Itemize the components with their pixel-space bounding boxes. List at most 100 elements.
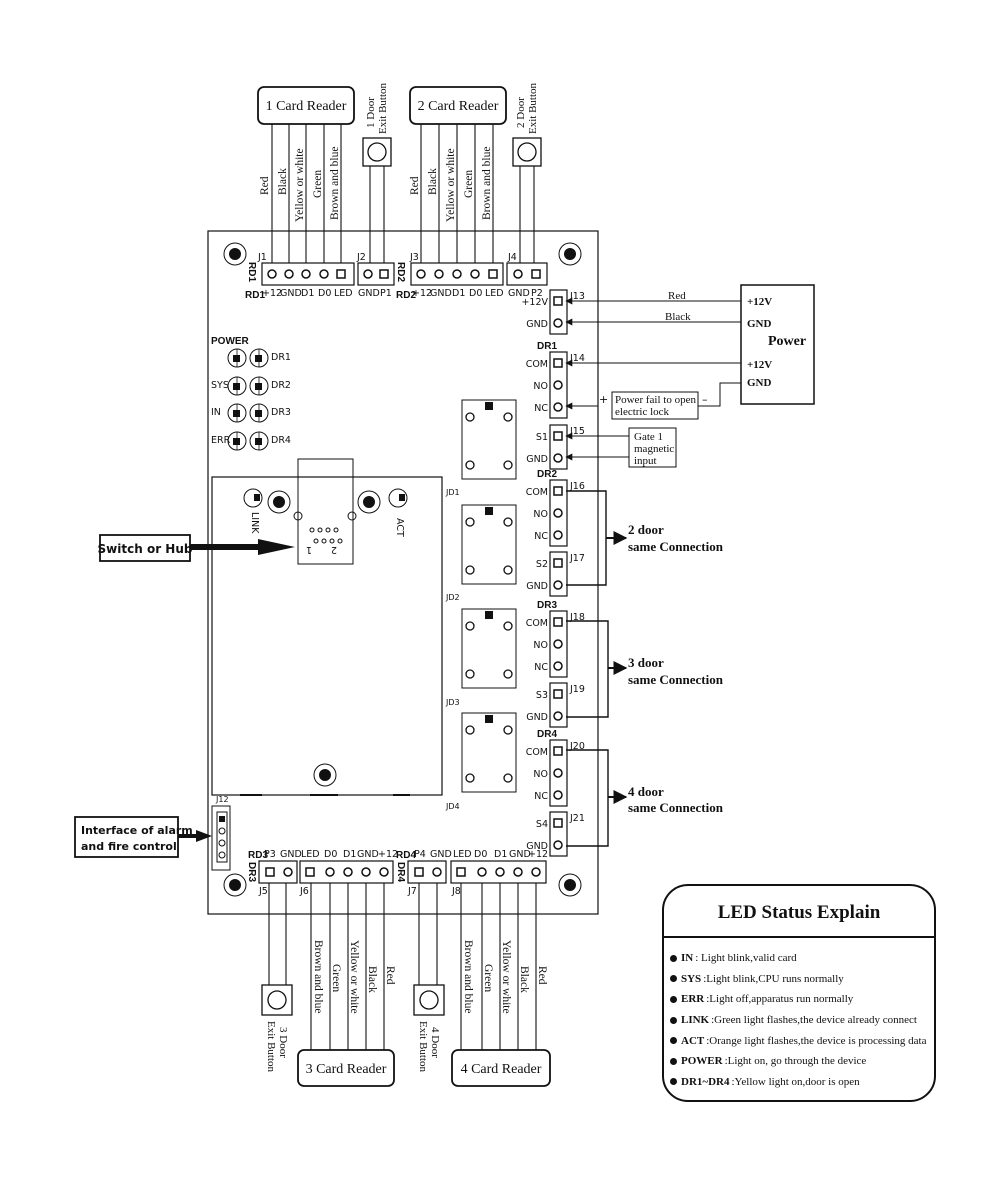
led-pad bbox=[255, 355, 262, 362]
exit-button-3-label-2: Exit Button bbox=[265, 1021, 277, 1073]
rj45-pin-2: 2 bbox=[331, 544, 337, 555]
connector-j1-label: J1 bbox=[257, 252, 267, 263]
bullet-icon bbox=[670, 1078, 677, 1086]
led-pad bbox=[233, 383, 240, 390]
pin-label: +12 bbox=[378, 849, 398, 860]
relay-pin bbox=[465, 725, 475, 735]
terminal-pin bbox=[553, 840, 563, 850]
rd3-label: RD3 bbox=[248, 850, 268, 861]
pin-label: GND bbox=[358, 288, 380, 299]
bullet-icon bbox=[670, 1037, 677, 1045]
terminal-block bbox=[549, 610, 568, 678]
card-reader-3-title: 3 Card Reader bbox=[306, 1062, 387, 1077]
exit-button-3-label-1: 3 Door bbox=[277, 1027, 289, 1058]
relay-pin bbox=[485, 611, 493, 619]
pin-label: NO bbox=[533, 769, 548, 780]
connector-j6-label: J6 bbox=[299, 886, 309, 897]
controller-board bbox=[207, 230, 599, 915]
terminal-pin bbox=[553, 486, 563, 496]
wire-label: Black bbox=[518, 966, 530, 993]
wire-label: Red bbox=[384, 966, 396, 985]
led-label-power: POWER bbox=[211, 336, 250, 347]
status-led-circles bbox=[227, 348, 269, 451]
relay-pin bbox=[503, 773, 513, 783]
pin-label: D1 bbox=[494, 849, 507, 860]
pin-label: GND bbox=[526, 319, 548, 330]
card-reader-4-title: 4 Card Reader bbox=[461, 1062, 542, 1077]
pin-label: NO bbox=[533, 509, 548, 520]
led-desc: :Light blink,CPU runs normally bbox=[703, 972, 844, 985]
exit-button-1-label-1: 1 Door bbox=[365, 97, 377, 128]
led-legend-title: LED Status Explain bbox=[717, 902, 881, 923]
pin-label: GND bbox=[526, 454, 548, 465]
terminal-pin bbox=[553, 318, 563, 328]
power-supply-box bbox=[740, 284, 815, 405]
led-key: POWER bbox=[681, 1055, 723, 1068]
pin-label: COM bbox=[526, 359, 548, 370]
relay-pin bbox=[465, 517, 475, 527]
card-reader-3-wire-labels: Brown and blue Green Yellow or white Bla… bbox=[312, 940, 396, 1014]
terminal-pin bbox=[553, 558, 563, 568]
pin-label: GND bbox=[508, 288, 530, 299]
terminal-j6 bbox=[299, 860, 394, 884]
door-relay-label: DR3 bbox=[537, 600, 557, 611]
relay-label-1: JD1 bbox=[445, 488, 460, 497]
switch-hub-label: Switch or Hub bbox=[98, 542, 193, 556]
bullet-icon bbox=[670, 975, 677, 983]
wire-label: Green bbox=[463, 170, 475, 198]
relay-pin bbox=[465, 773, 475, 783]
terminal-block bbox=[549, 479, 568, 547]
wire-label: Black bbox=[366, 966, 378, 993]
pin-label: COM bbox=[526, 747, 548, 758]
rd1-tag: RD1 bbox=[246, 262, 257, 282]
door-4-label-1: 4 door bbox=[628, 784, 664, 799]
rd4-label: RD4 bbox=[396, 850, 416, 861]
led-pad bbox=[255, 438, 262, 445]
wire-label: Yellow or white bbox=[500, 940, 512, 1014]
exit-button-2 bbox=[512, 137, 542, 167]
pin-label: COM bbox=[526, 487, 548, 498]
pin-label: +12 bbox=[412, 288, 432, 299]
terminal-pin bbox=[553, 453, 563, 463]
pin-label: S3 bbox=[536, 690, 548, 701]
card-reader-4-box bbox=[451, 1049, 551, 1087]
terminal-j4 bbox=[506, 262, 548, 286]
exit-button-4-label-2: Exit Button bbox=[417, 1021, 429, 1073]
pin-label: D0 bbox=[469, 288, 482, 299]
gate-note-line-3: input bbox=[634, 455, 657, 467]
pin-label: S4 bbox=[536, 819, 548, 830]
led-legend-item: SYS:Light blink,CPU runs normally bbox=[670, 969, 926, 990]
pin-label: GND bbox=[509, 849, 531, 860]
wire-label: Black bbox=[427, 168, 439, 195]
wire-label: Yellow or white bbox=[348, 940, 360, 1014]
relay-label-4: JD4 bbox=[445, 802, 460, 811]
pin-label: LED bbox=[453, 849, 472, 860]
relay-3 bbox=[461, 608, 517, 689]
terminal-pin bbox=[553, 580, 563, 590]
door-2-label-2: same Connection bbox=[628, 539, 724, 554]
terminal-j5 bbox=[258, 860, 298, 884]
door-relay-label: DR2 bbox=[537, 469, 557, 480]
pin-label: S2 bbox=[536, 559, 548, 570]
relay-pin bbox=[465, 412, 475, 422]
led-pad bbox=[233, 355, 240, 362]
pin-label: LED bbox=[485, 288, 504, 299]
door-relay-label: DR1 bbox=[537, 341, 557, 352]
relay-pin bbox=[503, 725, 513, 735]
led-legend-item: LINK :Green light flashes,the device alr… bbox=[670, 1010, 926, 1031]
power-wire-black: Black bbox=[665, 311, 691, 323]
terminal-pin bbox=[553, 431, 563, 441]
pin-label: NO bbox=[533, 640, 548, 651]
exit-button-1-label-2: Exit Button bbox=[377, 82, 389, 134]
wire-label: Brown and blue bbox=[312, 940, 324, 1013]
led-desc: :Orange light flashes,the device is proc… bbox=[706, 1034, 927, 1047]
card-reader-3-wires bbox=[310, 883, 385, 1050]
power-gnd-bottom: GND bbox=[747, 377, 772, 389]
card-reader-2-wires bbox=[420, 124, 494, 264]
rd1-label: RD1 bbox=[245, 290, 265, 301]
relay-pin bbox=[465, 621, 475, 631]
terminal-pin bbox=[553, 508, 563, 518]
exit-button-2-label-1: 2 Door bbox=[515, 97, 527, 128]
wire-label: Black bbox=[277, 168, 289, 195]
terminal-pin bbox=[553, 711, 563, 721]
